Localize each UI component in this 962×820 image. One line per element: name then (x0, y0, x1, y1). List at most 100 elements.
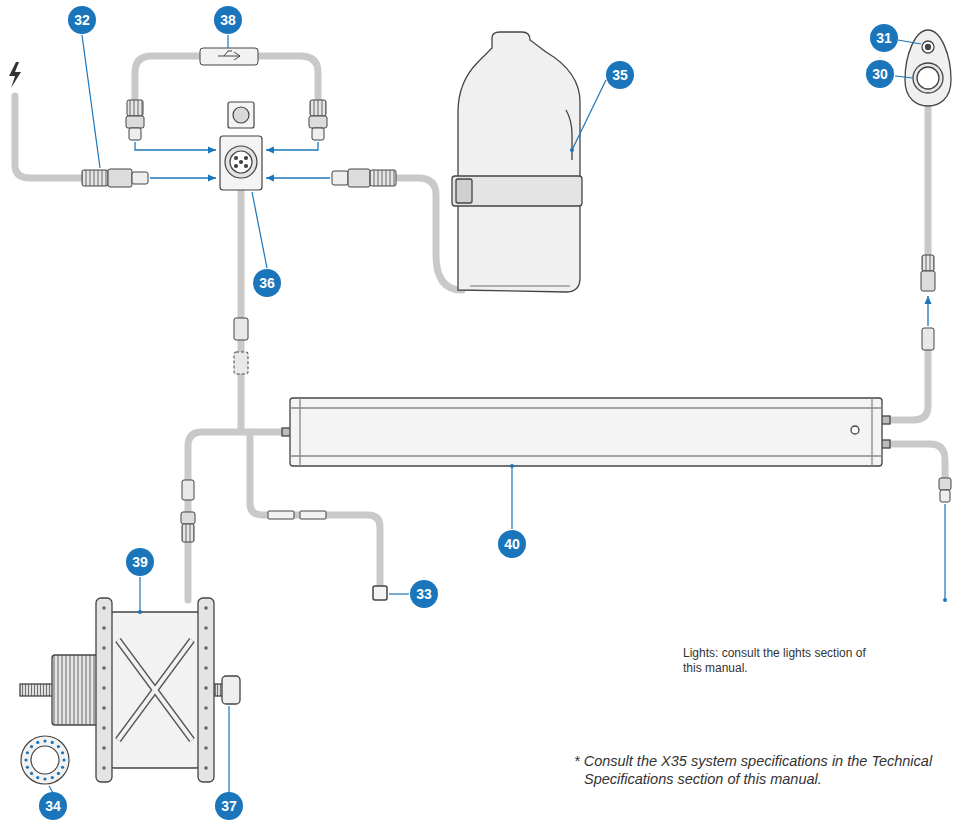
charger-plug (82, 169, 148, 187)
inline-connector (234, 318, 248, 374)
ring-teeth (36, 776, 39, 779)
leader-line (49, 35, 945, 793)
remote-control (905, 30, 951, 106)
extender-plug (332, 171, 348, 185)
battery (851, 426, 859, 434)
ring-teeth (51, 776, 54, 779)
charger-plug (108, 169, 132, 187)
spoke-holes (204, 726, 208, 730)
ring-teeth (43, 777, 46, 780)
leader-line (572, 80, 606, 150)
lock-ring (21, 736, 69, 784)
spoke-holes (204, 606, 208, 610)
callout-number: 37 (215, 792, 243, 820)
leader-dot (138, 610, 142, 614)
speed-sensor (268, 511, 294, 519)
ring-teeth (30, 772, 33, 775)
inline-connector (234, 318, 248, 340)
ring-teeth (30, 745, 33, 748)
assembly-arrow (135, 142, 216, 150)
usb-adapter (310, 100, 326, 116)
callout-number: 35 (606, 61, 634, 89)
range-extender (452, 176, 582, 206)
battery (290, 398, 882, 466)
battery (290, 407, 882, 408)
leader-line (227, 35, 228, 48)
remote-control (905, 30, 951, 106)
leader-dot (510, 464, 514, 468)
usb-adapter (129, 128, 141, 140)
usb-adapter (200, 48, 258, 65)
extender-plug (332, 169, 396, 187)
charger-plug (82, 170, 108, 186)
spoke-holes (102, 626, 106, 630)
remote-connector (921, 271, 935, 291)
battery (871, 398, 872, 466)
connection-hub (230, 151, 252, 173)
range-extender (566, 110, 572, 160)
connection-hub (235, 157, 238, 160)
speed-sensor (300, 511, 326, 519)
speed-sensor (373, 586, 387, 600)
assembly-arrow (150, 177, 216, 178)
motor-connector (182, 480, 194, 500)
motor-hub (118, 640, 192, 740)
spoke-holes (102, 686, 106, 690)
remote-control (913, 63, 943, 93)
ring-teeth (36, 741, 39, 744)
connection-hub (220, 136, 262, 190)
spoke-holes (102, 726, 106, 730)
callout-number: 40 (498, 530, 526, 558)
lock-ring (21, 736, 69, 784)
callout-number: 33 (410, 580, 438, 608)
spoke-holes (204, 706, 208, 710)
motor-hub (96, 598, 112, 782)
callout-number: 31 (870, 24, 898, 52)
ring-teeth (57, 772, 60, 775)
callout-number: 39 (126, 548, 154, 576)
assembly-arrow (927, 296, 928, 326)
range-extender (470, 285, 570, 286)
connection-hub (235, 165, 238, 168)
spoke-holes (204, 746, 208, 750)
charger-plug (132, 172, 148, 184)
leader-line (228, 706, 229, 793)
lights-connector (939, 478, 951, 490)
motor-hub (222, 676, 240, 704)
range-extender (456, 179, 472, 203)
connection-hub (240, 161, 243, 164)
assembly-arrow (135, 142, 928, 326)
ring-teeth (26, 751, 29, 754)
motor-hub (118, 640, 192, 740)
leader-line (511, 466, 512, 529)
assembly-arrow (266, 177, 330, 178)
motor-connector (181, 512, 195, 524)
remote-connector (921, 255, 935, 350)
ring-teeth (61, 751, 64, 754)
lights-connector (940, 490, 950, 502)
connection-hub (220, 102, 262, 190)
callout-number: 34 (39, 792, 67, 820)
leader-line (898, 40, 921, 44)
lights-connector (939, 478, 951, 502)
callout-number: 32 (68, 6, 96, 34)
connection-hub (233, 107, 249, 123)
range-extender (452, 32, 582, 292)
assembly-arrow (266, 142, 318, 150)
connection-hub (245, 157, 248, 160)
callout-number: 30 (866, 60, 894, 88)
leader-line (252, 192, 267, 268)
spoke-holes (204, 666, 208, 670)
ring-teeth (24, 758, 27, 761)
usb-adapter (126, 48, 327, 140)
leader-line (389, 593, 409, 594)
leader-line (139, 577, 140, 612)
extender-plug (370, 170, 396, 186)
inline-connector (234, 352, 248, 374)
power-symbol (9, 62, 21, 88)
callout-number: 36 (253, 269, 281, 297)
cable (888, 444, 945, 478)
spoke-holes (102, 766, 106, 770)
callout-number: 38 (214, 6, 242, 34)
ring-teeth (51, 741, 54, 744)
